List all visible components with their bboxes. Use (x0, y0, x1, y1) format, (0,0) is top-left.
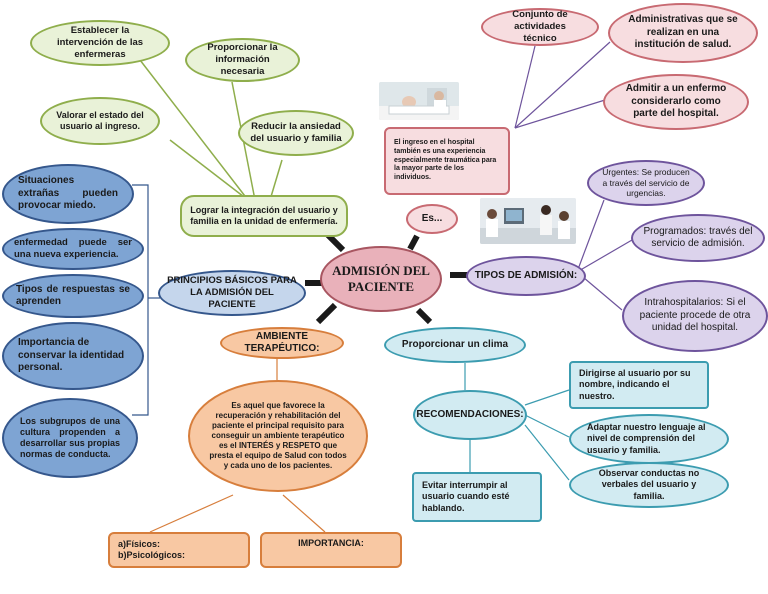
principle-identity: Importancia de conservar la identidad pe… (2, 322, 144, 390)
goal-main: Lograr la integración del usuario y fami… (180, 195, 348, 237)
admission-types-node: TIPOS DE ADMISIÓN: (466, 256, 586, 296)
principle-identity-label: Importancia de conservar la identidad pe… (18, 337, 125, 374)
definition-administrative: Administrativas que se realizan en una i… (608, 3, 758, 63)
recommendations-node-label: RECOMENDACIONES: (416, 408, 524, 420)
principles-node-label: PRINCIPIOS BÁSICOS PARA LA ADMISIÓN DEL … (167, 275, 297, 310)
recommendation-nonverbal-label: Observar conductas no verbales del usuar… (598, 468, 700, 501)
type-scheduled: Programados: través del servicio de admi… (631, 214, 765, 262)
recommendation-no-interrupt: Evitar interrumpir al usuario cuando est… (412, 472, 542, 522)
recommendations-node: RECOMENDACIONES: (413, 390, 527, 440)
type-urgent: Urgentes: Se producen a través del servi… (587, 160, 705, 206)
definition-admit: Admitir a un enfermo considerarlo como p… (603, 74, 749, 130)
therapeutic-env-desc: Es aquel que favorece la recuperación y … (188, 380, 368, 492)
definition-box: El ingreso en el hospital también es una… (384, 127, 510, 195)
goal-main-label: Lograr la integración del usuario y fami… (190, 204, 338, 226)
goal-assessment: Valorar el estado del usuario al ingreso… (40, 97, 160, 145)
climate-node-label: Proporcionar un clima (401, 338, 509, 350)
importance-label: IMPORTANCIA: (298, 538, 364, 548)
principle-responses-label: Tipos de respuestas se aprenden (16, 283, 130, 308)
type-intrahospital-label: Intrahospitalarios: Si el paciente proce… (639, 297, 751, 334)
principle-experience: enfermedad puede ser una nueva experienc… (2, 228, 144, 270)
recommendation-nonverbal: Observar conductas no verbales del usuar… (569, 462, 729, 508)
recommendation-no-interrupt-label: Evitar interrumpir al usuario cuando est… (422, 480, 510, 513)
definition-administrative-label: Administrativas que se realizan en una i… (628, 14, 738, 51)
physical-label: a)Físicos: (118, 538, 161, 549)
types-box: a)Físicos: b)Psicológicos: (108, 532, 250, 568)
principle-responses: Tipos de respuestas se aprenden (2, 274, 144, 318)
recommendation-language-label: Adaptar nuestro lenguaje al nivel de com… (587, 422, 706, 455)
principle-fear: Situaciones extrañas pueden provocar mie… (2, 164, 134, 224)
definition-admit-label: Admitir a un enfermo considerarlo como p… (625, 83, 727, 120)
type-scheduled-label: Programados: través del servicio de admi… (643, 225, 753, 250)
importance-box: IMPORTANCIA: (260, 532, 402, 568)
principle-experience-label: enfermedad puede ser una nueva experienc… (14, 237, 132, 260)
hospital-staff-photo (480, 198, 576, 244)
definition-activities-label: Conjunto de actividades técnico (512, 9, 568, 44)
central-topic: ADMISIÓN DEL PACIENTE (320, 246, 442, 312)
recommendation-name-label: Dirigirse al usuario por su nombre, indi… (579, 368, 691, 401)
definition-activities: Conjunto de actividades técnico (481, 8, 599, 46)
goal-anxiety: Reducir la ansiedad del usuario y famili… (238, 110, 354, 156)
goal-anxiety-label: Reducir la ansiedad del usuario y famili… (250, 121, 342, 144)
definition-es-label: Es... (421, 212, 443, 224)
goal-information: Proporcionar la información necesaria (185, 38, 300, 82)
principle-fear-label: Situaciones extrañas pueden provocar mie… (18, 175, 118, 212)
therapeutic-env-desc-text: Es aquel que favorece la recuperación y … (209, 401, 347, 470)
goal-assessment-label: Valorar el estado del usuario al ingreso… (56, 109, 144, 131)
definition-es: Es... (406, 204, 458, 234)
patient-bed-photo (379, 82, 459, 120)
psychological-label: b)Psicológicos: (118, 550, 186, 560)
principle-culture-label: Los subgrupos de una cultura propenden a… (20, 415, 120, 460)
goal-intervention-label: Establecer la intervención de las enferm… (56, 25, 144, 60)
type-intrahospital: Intrahospitalarios: Si el paciente proce… (622, 280, 768, 352)
recommendation-name: Dirigirse al usuario por su nombre, indi… (569, 361, 709, 409)
definition-box-text: El ingreso en el hospital también es una… (394, 139, 497, 182)
admission-types-label: TIPOS DE ADMISIÓN: (474, 269, 578, 281)
type-urgent-label: Urgentes: Se producen a través del servi… (602, 167, 690, 199)
principles-node: PRINCIPIOS BÁSICOS PARA LA ADMISIÓN DEL … (158, 270, 306, 316)
therapeutic-env-node: AMBIENTE TERAPÉUTICO: (220, 327, 344, 359)
principle-culture: Los subgrupos de una cultura propenden a… (2, 398, 138, 478)
goal-information-label: Proporcionar la información necesaria (207, 42, 278, 77)
central-topic-label: ADMISIÓN DEL PACIENTE (332, 262, 430, 294)
goal-intervention: Establecer la intervención de las enferm… (30, 20, 170, 66)
recommendation-language: Adaptar nuestro lenguaje al nivel de com… (569, 414, 729, 464)
climate-node: Proporcionar un clima (384, 327, 526, 363)
therapeutic-env-label: AMBIENTE TERAPÉUTICO: (244, 330, 320, 355)
